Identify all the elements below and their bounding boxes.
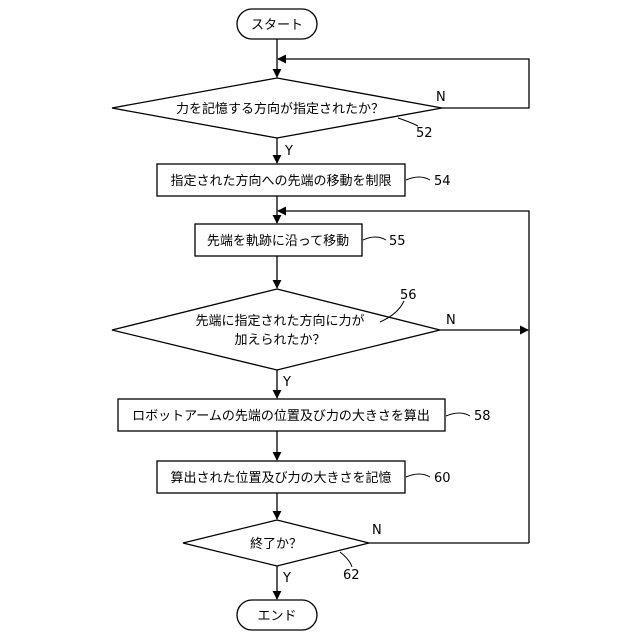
decision-56-label-line2: 加えられたか？ (234, 333, 325, 348)
end-label: エンド (257, 609, 296, 624)
ref-56: 56 (400, 288, 417, 303)
leader-60 (406, 474, 430, 477)
label-62-no: N (372, 523, 382, 538)
leader-62 (340, 552, 352, 567)
decision-56-label-line1: 先端に指定された方向に力が (195, 313, 364, 329)
ref-60: 60 (434, 471, 451, 486)
ref-62: 62 (343, 568, 360, 583)
leader-52 (398, 118, 418, 126)
label-56-no: N (446, 313, 456, 328)
label-62-yes: Y (282, 571, 291, 586)
ref-58: 58 (474, 409, 491, 424)
label-52-yes: Y (284, 144, 293, 159)
decision-62-label: 終了か？ (250, 536, 302, 552)
decision-52-label: 力を記憶する方向が指定されたか？ (176, 101, 384, 117)
ref-52: 52 (416, 126, 433, 141)
ref-54: 54 (434, 174, 451, 189)
leader-55 (363, 237, 386, 240)
start-label: スタート (251, 18, 303, 33)
leader-54 (406, 177, 430, 180)
decision-56-diamond (112, 289, 440, 370)
ref-55: 55 (389, 234, 406, 249)
process-54-label: 指定された方向への先端の移動を制限 (170, 173, 391, 189)
leader-58 (446, 413, 470, 416)
process-60-label: 算出された位置及び力の大きさを記憶 (170, 470, 391, 486)
process-55-label: 先端を軌跡に沿って移動 (207, 233, 349, 249)
label-56-yes: Y (282, 375, 291, 390)
process-58-label: ロボットアームの先端の位置及び力の大きさを算出 (132, 409, 430, 424)
label-52-no: N (436, 90, 446, 105)
